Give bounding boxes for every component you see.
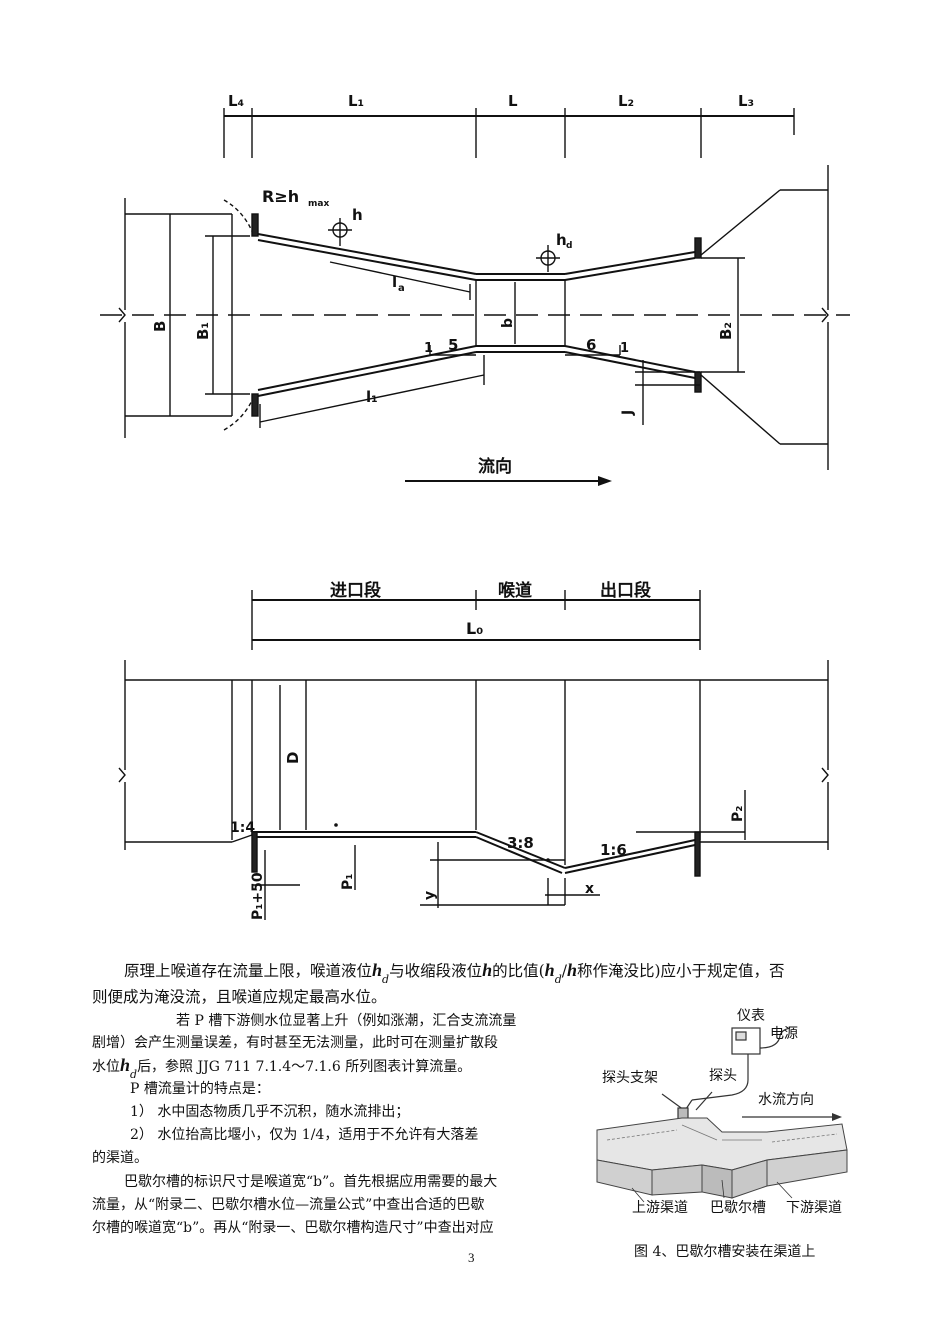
paragraph-submergence: 原理上喉道存在流量上限，喉道液位hd与收缩段液位h的比值(hd/h称作淹没比)应… bbox=[92, 958, 785, 1009]
sub-d: d bbox=[382, 973, 390, 986]
dim-l1: L₁ bbox=[348, 92, 364, 110]
h-label: h bbox=[352, 206, 363, 224]
hd-sub: d bbox=[566, 241, 572, 251]
p4-text-b: 流量，从“附录二、巴歇尔槽水位—流量公式”中查出合适的巴歇 bbox=[92, 1197, 485, 1213]
dim-l4: L₄ bbox=[228, 92, 244, 110]
slope-out-6: 6 bbox=[586, 336, 596, 354]
slash: / bbox=[561, 962, 567, 980]
segment-throat-label: 喉道 bbox=[498, 580, 532, 601]
figure-4-installation: 仪表 电源 探头支架 探头 水流方向 上游渠道 巴歇尔槽 下游渠道 bbox=[596, 1008, 848, 1216]
p2-text-b: 剧增）会产生测量误差，有时甚至无法测量，此时可在测量扩散段 bbox=[92, 1035, 498, 1051]
fig4-meter-label: 仪表 bbox=[737, 1008, 765, 1024]
flume-section-drawing: 进口段 喉道 出口段 L₀ D P₂ 1:4 3:8 1:6 P₁ y x P₁… bbox=[118, 580, 829, 920]
fig4-downstream-label: 下游渠道 bbox=[786, 1200, 842, 1216]
p1-text-e: 则便成为淹没流，且喉道应规定最高水位。 bbox=[92, 988, 387, 1006]
p2-text-d: 后，参照 JJG 711 7.1.4～7.1.6 所列图表计算流量。 bbox=[137, 1059, 472, 1075]
segment-outlet-label: 出口段 bbox=[600, 580, 651, 601]
sub-hd: d bbox=[130, 1068, 138, 1081]
var-h4: h bbox=[566, 960, 577, 980]
slope-in-1: 1 bbox=[424, 341, 433, 356]
l1-lower-label: l₁ bbox=[366, 388, 378, 406]
throat-b-label: b bbox=[500, 318, 516, 328]
radius-label: R≥h bbox=[262, 187, 299, 206]
slope-1-6-label: 1:6 bbox=[600, 841, 627, 859]
slope-3-8-label: 3:8 bbox=[507, 834, 534, 852]
figure-4-caption: 图 4、巴歇尔槽安装在渠道上 bbox=[634, 1244, 816, 1260]
dim-l: L bbox=[508, 92, 518, 110]
p4-text-c: 尔槽的喉道宽“b”。再从“附录一、巴歇尔槽构造尺寸”中查出对应 bbox=[92, 1220, 494, 1236]
d-label: D bbox=[284, 752, 302, 764]
x-label: x bbox=[585, 881, 594, 897]
slope-out-1: 1 bbox=[620, 341, 629, 356]
paragraph-downstream: 若 P 槽下游侧水位显著上升（例如涨潮，汇合支流流量 剧增）会产生测量误差，有时… bbox=[92, 1010, 517, 1081]
fig4-flume-label: 巴歇尔槽 bbox=[710, 1200, 766, 1216]
var-h2: h bbox=[482, 960, 493, 980]
var-hd: h bbox=[120, 1055, 131, 1075]
paragraph-features: P 槽流量计的特点是： 1） 水中固态物质几乎不沉积，随水流排出； 2） 水位抬… bbox=[92, 1078, 478, 1170]
fig4-upstream-label: 上游渠道 bbox=[632, 1200, 688, 1216]
var-h3: h bbox=[544, 960, 555, 980]
p1-label: P₁ bbox=[340, 874, 356, 890]
p1-text-a: 原理上喉道存在流量上限，喉道液位 bbox=[124, 962, 373, 980]
b-label: B bbox=[151, 321, 169, 332]
hd-label: h bbox=[556, 231, 567, 249]
dim-l2: L₂ bbox=[618, 92, 634, 110]
l0-label: L₀ bbox=[466, 619, 483, 638]
feature-item-2: 2） 水位抬高比堰小，仅为 1/4，适用于不允许有大落差 bbox=[130, 1127, 479, 1143]
segment-inlet-label: 进口段 bbox=[330, 580, 381, 601]
la-label: l bbox=[392, 273, 397, 291]
fig4-power-label: 电源 bbox=[770, 1026, 798, 1042]
p1-text-c: 的比值( bbox=[492, 962, 545, 980]
b1-label: B₁ bbox=[194, 322, 212, 340]
paragraph-sizing: 巴歇尔槽的标识尺寸是喉道宽“b”。首先根据应用需要的最大 流量，从“附录二、巴歇… bbox=[92, 1171, 497, 1240]
p4-text-a: 巴歇尔槽的标识尺寸是喉道宽“b”。首先根据应用需要的最大 bbox=[124, 1174, 498, 1190]
p1-plus-50-label: P₁+50 bbox=[250, 872, 266, 920]
radius-sub: max bbox=[308, 199, 329, 209]
fig4-bracket-label: 探头支架 bbox=[602, 1070, 658, 1086]
p1-text-d: 称作淹没比)应小于规定值，否 bbox=[576, 962, 785, 980]
fig4-probe-label: 探头 bbox=[709, 1068, 737, 1084]
slope-1-4-label: 1:4 bbox=[230, 820, 255, 836]
dim-l3: L₃ bbox=[738, 92, 754, 110]
p2-text-c: 水位 bbox=[92, 1059, 120, 1075]
p2-label: P₂ bbox=[730, 806, 746, 822]
flume-plan-drawing: L₄ L₁ L L₂ L₃ R≥h max h h d l a B B₁ B₂ … bbox=[100, 92, 850, 486]
fig4-flow-label: 水流方向 bbox=[758, 1092, 814, 1108]
la-sub: a bbox=[398, 283, 405, 294]
page-number: 3 bbox=[468, 1250, 475, 1265]
p1-text-b: 与收缩段液位 bbox=[389, 962, 483, 980]
slope-in-5: 5 bbox=[448, 336, 458, 354]
b2-label: B₂ bbox=[717, 322, 735, 340]
feature-item-2b: 的渠道。 bbox=[92, 1150, 148, 1166]
j-label: J bbox=[620, 410, 636, 416]
var-h: h bbox=[372, 960, 383, 980]
feature-item-1: 1） 水中固态物质几乎不沉积，随水流排出； bbox=[130, 1104, 410, 1120]
sub-d2: d bbox=[554, 973, 562, 986]
flow-direction-label: 流向 bbox=[478, 456, 512, 477]
y-label: y bbox=[422, 891, 438, 900]
p2-text-a: 若 P 槽下游侧水位显著上升（例如涨潮，汇合支流流量 bbox=[176, 1013, 517, 1029]
features-intro: P 槽流量计的特点是： bbox=[130, 1081, 270, 1097]
